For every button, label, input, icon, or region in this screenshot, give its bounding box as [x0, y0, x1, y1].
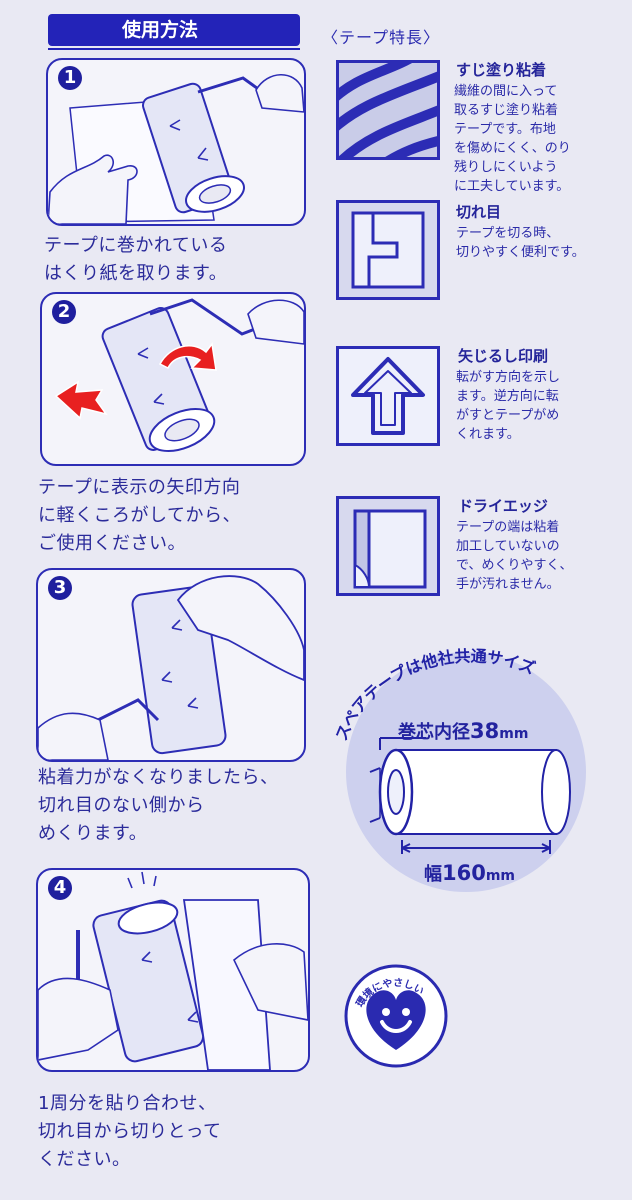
step-2-caption: テープに表示の矢印方向 に軽くころがしてから、 ご使用ください。	[38, 477, 241, 554]
step-4-number: 4	[48, 876, 72, 900]
feature-2-text: テープを切る時、 切りやすく便利です。	[456, 226, 585, 260]
feature-1-text: 繊維の間に入って 取るすじ塗り粘着 テープです。布地 を傷めにくく、のり 残りし…	[454, 84, 571, 194]
red-arrow-left	[54, 380, 108, 420]
width-label: 幅160mm	[424, 861, 516, 885]
roller-tearing-illustration	[38, 871, 308, 1070]
step-3-panel: 3	[36, 568, 306, 762]
step-2-panel: 2	[40, 292, 306, 466]
feature-1-title: すじ塗り粘着	[456, 61, 547, 79]
cut-line-icon	[336, 200, 440, 300]
feature-2-title: 切れ目	[456, 203, 502, 221]
feature-3-title: 矢じるし印刷	[458, 347, 549, 365]
step-1-number: 1	[58, 66, 82, 90]
step-3-caption: 粘着力がなくなりましたら、 切れ目のない側から めくります。	[38, 767, 279, 844]
step-4-caption: 1周分を貼り合わせ、 切れ目から切りとって ください。	[38, 1093, 222, 1170]
dry-edge-icon	[336, 496, 440, 596]
roller-rolling-illustration	[54, 298, 304, 452]
step-1-panel: 1	[46, 58, 306, 226]
up-arrow-icon	[336, 346, 440, 446]
section-title-usage: 使用方法	[48, 14, 300, 50]
section-title-features: 〈テープ特長〉	[322, 28, 441, 47]
roller-peel-illustration	[48, 74, 304, 224]
roller-peeling-sheet-illustration	[38, 575, 304, 760]
feature-4-text: テープの端は粘着 加工していないの で、めくりやすく、 手が汚れません。	[456, 520, 573, 592]
step-3-number: 3	[48, 576, 72, 600]
eco-seal-logo: 環境にやさしい	[344, 964, 448, 1068]
feature-3-text: 転がす方向を示し ます。逆方向に転 がすとテープがめ くれます。	[456, 370, 561, 442]
spare-tape-arc-title: スペアテープは他社共通サイズ	[332, 646, 538, 743]
diagonal-stripes-icon	[336, 60, 440, 160]
red-arrow-curve	[158, 342, 217, 371]
step-4-panel: 4	[36, 868, 310, 1072]
step-2-number: 2	[52, 300, 76, 324]
spare-tape-roll-drawing	[369, 737, 571, 854]
feature-4-title: ドライエッジ	[458, 497, 548, 515]
step-1-caption: テープに巻かれている はくり紙を取ります。	[44, 235, 228, 284]
